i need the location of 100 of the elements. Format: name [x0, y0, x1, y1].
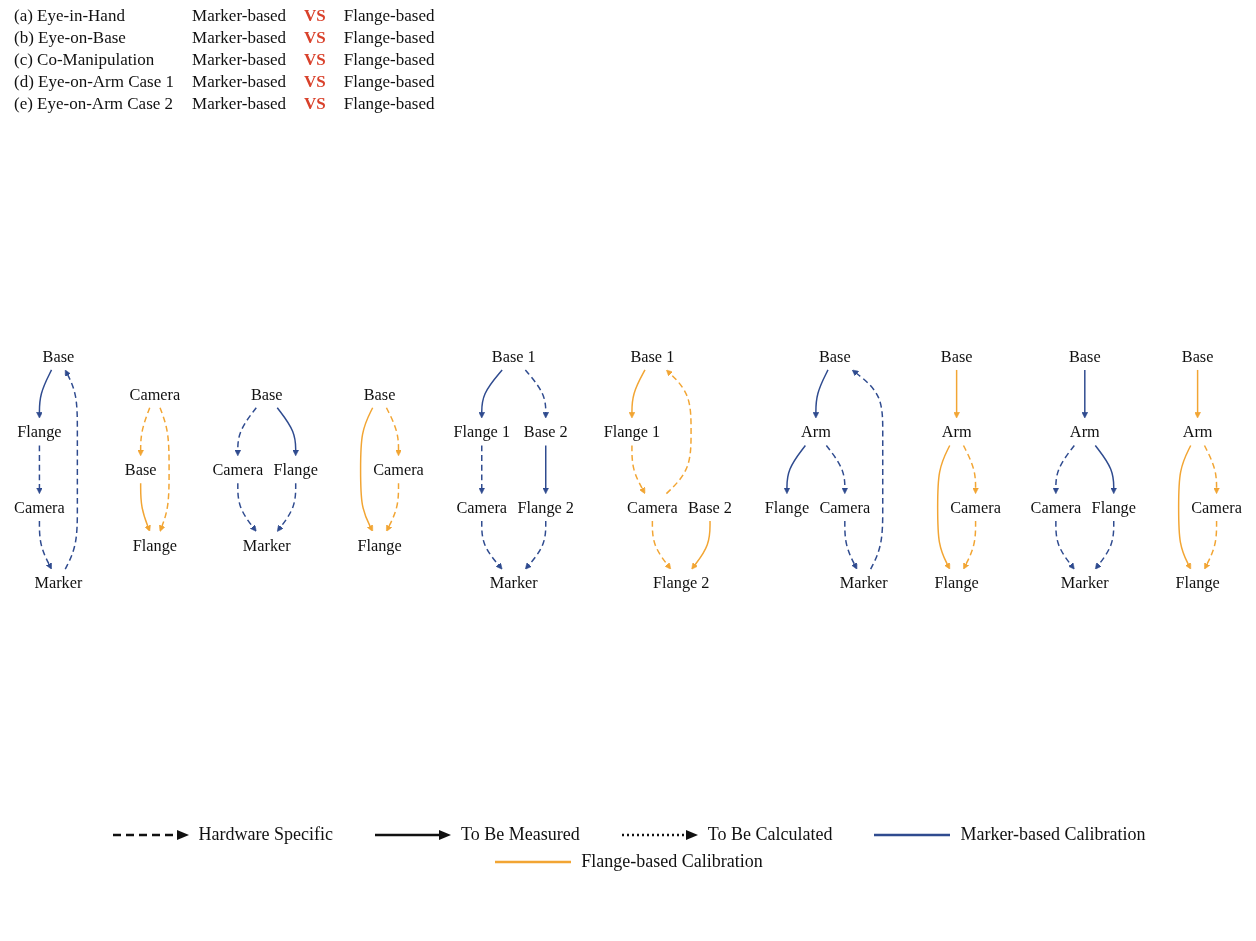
node-text: Camera	[819, 498, 871, 518]
node-text: Camera	[950, 498, 1001, 518]
panel-title: (d) Eye-on-Arm Case 1	[14, 72, 175, 92]
node-text: Camera	[1191, 498, 1242, 518]
node-text: Flange 1	[453, 422, 511, 442]
vs-label: VS	[304, 72, 326, 92]
method-label: Marker-based	[192, 28, 287, 48]
node-text: Flange	[1091, 498, 1136, 518]
arrow	[783, 445, 807, 495]
arrow	[234, 407, 257, 457]
arrow	[665, 370, 692, 495]
legend-text: Hardware Specific	[198, 824, 333, 845]
arrow	[1052, 445, 1076, 495]
panel-title: (e) Eye-on-Arm Case 2	[14, 94, 175, 114]
vs-label: VS	[304, 50, 326, 70]
node-text: Base 2	[688, 498, 732, 518]
node-text: Flange	[357, 536, 402, 555]
arrow	[631, 445, 646, 495]
method-label: Flange-based	[343, 28, 435, 48]
arrow	[1094, 445, 1117, 495]
node-text: Arm	[800, 422, 831, 442]
node-text: Base	[124, 460, 157, 480]
node-text: Base	[250, 385, 283, 404]
node-text: Flange	[273, 460, 318, 480]
arrow	[953, 369, 960, 419]
arrow	[276, 482, 297, 533]
node-text: Camera	[627, 498, 678, 518]
arrow	[524, 369, 549, 419]
node-text: Flange	[1175, 574, 1220, 593]
node-text: Flange 1	[603, 422, 661, 442]
node-text: Base 1	[630, 347, 675, 366]
arrow	[851, 370, 884, 571]
method-label: Marker-based	[192, 6, 287, 26]
arrow	[1194, 369, 1201, 419]
arrow	[825, 445, 849, 495]
method-label: Flange-based	[343, 6, 435, 26]
panel-title: (a) Eye-in-Hand	[14, 6, 126, 26]
arrow	[478, 369, 503, 419]
arrow	[1095, 520, 1115, 570]
node-text: Base	[1181, 347, 1214, 366]
arrow	[691, 520, 711, 570]
arrow	[159, 407, 170, 533]
legend-text: To Be Calculated	[707, 824, 833, 845]
node-text: Arm	[1069, 422, 1100, 442]
method-label: Flange-based	[343, 72, 435, 92]
arrow	[386, 482, 400, 533]
arrow	[936, 445, 951, 570]
method-label: Marker-based	[192, 72, 287, 92]
arrow	[844, 520, 858, 570]
arrow	[36, 369, 53, 419]
node-text: Base	[363, 385, 396, 404]
node-text: Marker	[1060, 574, 1109, 593]
node-text: Camera	[456, 498, 508, 518]
arrow	[139, 482, 151, 533]
arrow	[812, 369, 829, 419]
node-text: Camera	[212, 460, 264, 480]
arrow	[478, 445, 485, 495]
node-text: Marker	[839, 574, 888, 593]
node-text: Camera	[14, 498, 65, 518]
arrow	[542, 445, 549, 495]
arrow	[64, 370, 79, 571]
arrow	[276, 407, 299, 457]
node-text: Flange	[764, 498, 810, 518]
node-text: Base	[819, 347, 851, 366]
arrow	[1203, 445, 1220, 495]
arrow	[137, 407, 151, 457]
legend-text: Marker-based Calibration	[960, 824, 1146, 845]
node-text: Arm	[1182, 422, 1213, 442]
method-label: Flange-based	[343, 50, 435, 70]
arrow	[1055, 520, 1075, 570]
node-text: Base 1	[491, 347, 536, 366]
node-text: Camera	[1030, 498, 1082, 518]
node-text: Base	[1068, 347, 1101, 366]
node-text: Marker	[242, 536, 291, 555]
arrow	[385, 407, 402, 457]
arrow	[36, 445, 43, 495]
arrow	[237, 482, 257, 533]
node-text: Camera	[373, 460, 424, 480]
arrow	[359, 407, 374, 533]
legend-text: To Be Measured	[460, 824, 580, 845]
node-text: Flange 2	[652, 574, 710, 593]
node-text: Flange	[934, 574, 979, 593]
arrow	[651, 520, 672, 570]
arrow	[628, 369, 646, 419]
node-text: Base	[940, 347, 973, 366]
arrow	[962, 445, 979, 495]
node-text: Flange 2	[517, 498, 575, 518]
arrow	[963, 520, 977, 570]
node-text: Marker	[34, 574, 83, 593]
node-text: Base	[42, 347, 75, 366]
node-text: Marker	[489, 574, 538, 593]
arrow	[1204, 520, 1218, 570]
arrow	[1177, 445, 1192, 570]
node-text: Arm	[941, 422, 972, 442]
node-text: Base 2	[523, 422, 568, 442]
arrow	[525, 520, 547, 570]
node-text: Flange	[132, 536, 178, 555]
panel-title: (b) Eye-on-Base	[14, 28, 127, 48]
vs-label: VS	[304, 94, 326, 114]
arrow	[481, 520, 503, 570]
